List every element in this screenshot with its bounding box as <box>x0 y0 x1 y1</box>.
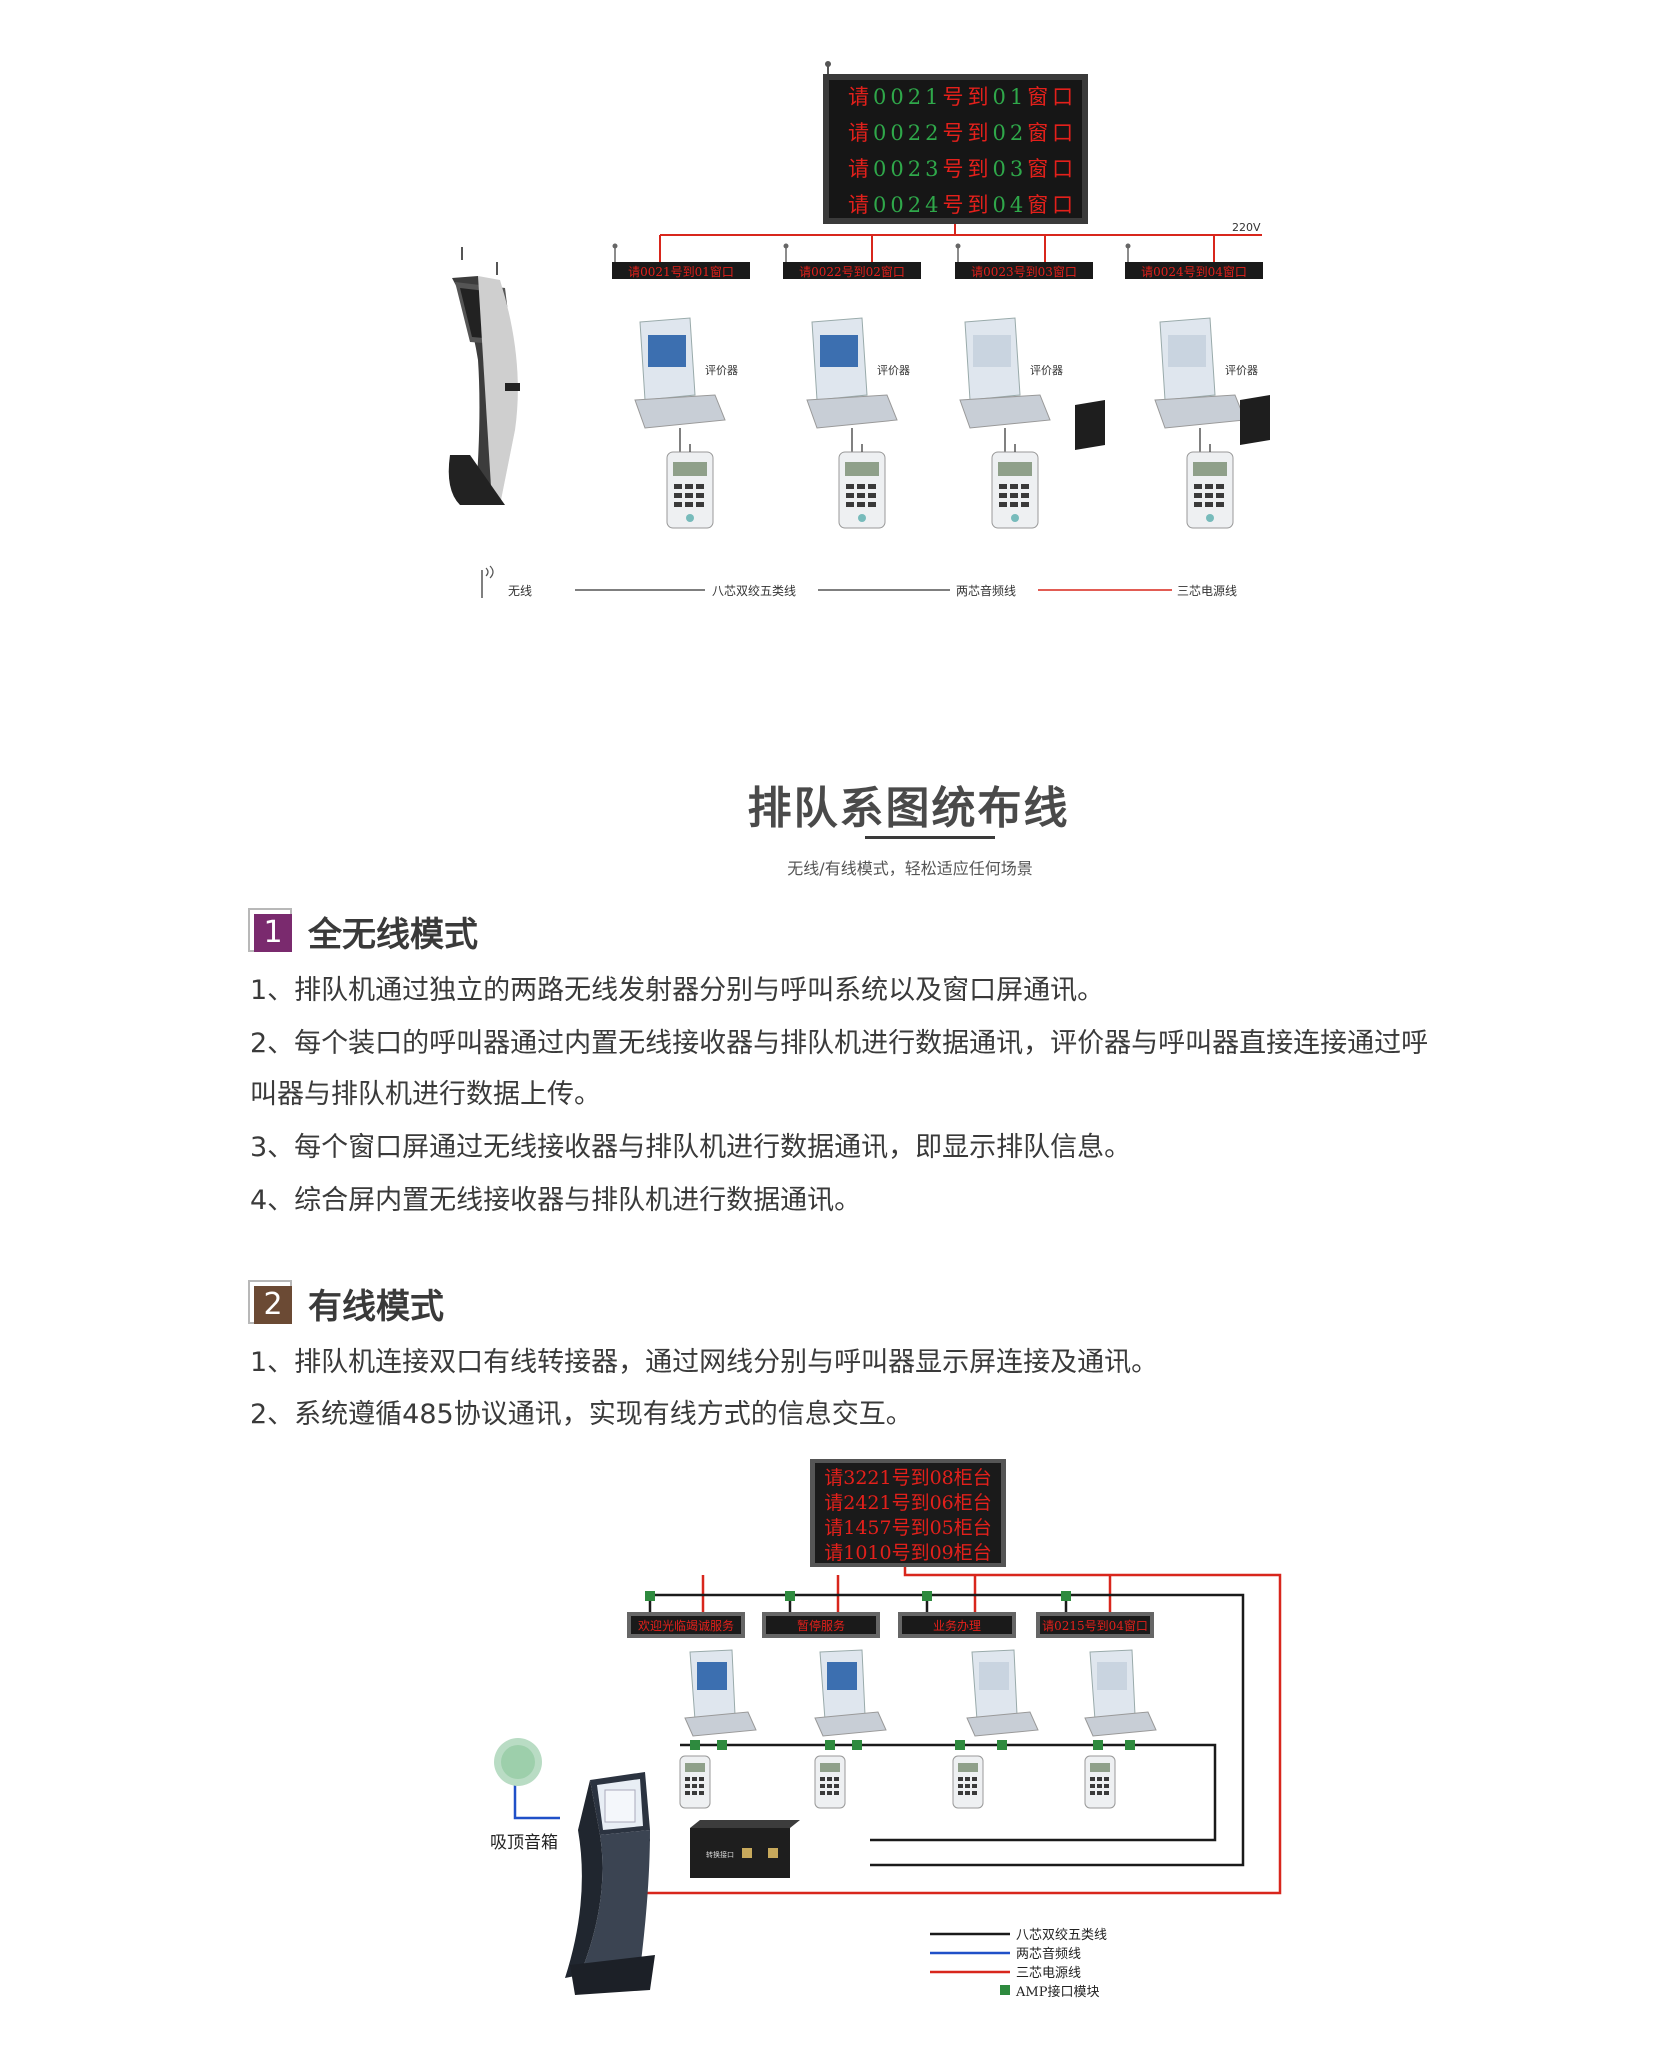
evaluator-label: 评价器 <box>877 364 910 377</box>
bottom-window-screen-text: 业务办理 <box>933 1618 981 1633</box>
section-1-header: 1 全无线模式 <box>248 908 478 955</box>
window-screen-text: 请0023号到03窗口 <box>971 265 1077 279</box>
amp-module <box>955 1740 965 1750</box>
evaluator-label: 评价器 <box>1030 364 1063 377</box>
window-screen-text: 请0024号到04窗口 <box>1141 265 1247 279</box>
bottom-main-screen-line: 请2421号到06柜台 <box>824 1492 992 1514</box>
bottom-legend-label: 八芯双绞五类线 <box>1016 1927 1107 1943</box>
converter-box <box>1240 395 1270 445</box>
section-1-item: 2、每个装口的呼叫器通过内置无线接收器与排队机进行数据通讯，评价器与呼叫器直接连… <box>250 1028 1429 1059</box>
bottom-queue-kiosk <box>565 1772 655 1995</box>
section-2-number: 2 <box>254 1286 292 1324</box>
amp-module <box>690 1740 700 1750</box>
main-screen-line: 请0024号到04窗口 <box>848 193 1077 217</box>
caller-device <box>991 451 1039 529</box>
bottom-window-screen-text: 欢迎光临竭诚服务 <box>638 1618 734 1633</box>
wired-wiring-diagram: 请3221号到08柜台请2421号到06柜台请1457号到05柜台请1010号到… <box>490 1459 1282 2000</box>
window-screen <box>612 262 750 279</box>
section-2-item: 1、排队机连接双口有线转接器，通过网线分别与呼叫器显示屏连接及通讯。 <box>250 1347 1159 1378</box>
bottom-legend-label: AMP接口模块 <box>1015 1984 1099 2000</box>
section-1-title: 全无线模式 <box>308 914 478 955</box>
amp-module <box>825 1740 835 1750</box>
voltage-label: 220V <box>1232 221 1261 234</box>
main-screen-line: 请0021号到01窗口 <box>848 85 1077 109</box>
amp-module <box>645 1591 655 1601</box>
bottom-evaluator-device <box>814 1649 887 1737</box>
section-1-number: 1 <box>254 914 292 952</box>
window-screen <box>783 262 921 279</box>
converter-box <box>1075 400 1105 450</box>
bottom-caller-device <box>814 1755 846 1809</box>
bottom-main-screen-line: 请1457号到05柜台 <box>824 1517 992 1539</box>
evaluator-label: 评价器 <box>705 364 738 377</box>
switch-label: 转换接口 <box>706 1850 734 1859</box>
section-1-item: 叫器与排队机进行数据上传。 <box>250 1079 601 1110</box>
evaluator-device <box>806 317 898 429</box>
amp-module <box>1093 1740 1103 1750</box>
bottom-evaluator-device <box>966 1649 1039 1737</box>
evaluator-device <box>634 317 726 429</box>
bottom-window-screen-text: 暂停服务 <box>797 1618 845 1633</box>
bottom-legend-label: 三芯电源线 <box>1016 1966 1081 1981</box>
bottom-caller-device <box>952 1755 984 1809</box>
main-led-screen: 请0021号到01窗口请0022号到02窗口请0023号到03窗口请0024号到… <box>823 74 1088 224</box>
section-2-header: 2 有线模式 <box>248 1280 444 1327</box>
section-2-item: 2、系统遵循485协议通讯，实现有线方式的信息交互。 <box>250 1399 913 1430</box>
section-2-number-badge: 2 <box>248 1280 292 1326</box>
caller-device <box>666 451 714 529</box>
bottom-evaluator-device <box>1084 1649 1157 1737</box>
legend-audio: 两芯音频线 <box>956 583 1016 598</box>
amp-module <box>922 1591 932 1601</box>
section-1-item: 3、每个窗口屏通过无线接收器与排队机进行数据通讯，即显示排队信息。 <box>250 1132 1132 1163</box>
section-2-title: 有线模式 <box>308 1286 444 1327</box>
section-1-number-badge: 1 <box>248 908 292 954</box>
amp-module <box>1125 1740 1135 1750</box>
queue-kiosk <box>448 247 520 505</box>
window-screen <box>955 262 1093 279</box>
bottom-caller-device <box>679 1755 711 1809</box>
window-screen-text: 请0021号到01窗口 <box>628 265 734 279</box>
legend-cat5: 八芯双绞五类线 <box>712 583 796 598</box>
title-underline <box>865 836 995 839</box>
bottom-evaluator-device <box>684 1649 757 1737</box>
amp-module <box>717 1740 727 1750</box>
caller-device <box>1186 451 1234 529</box>
bottom-main-screen-line: 请3221号到08柜台 <box>824 1467 992 1489</box>
evaluator-device <box>959 317 1051 429</box>
speaker-label: 吸顶音箱 <box>490 1833 558 1853</box>
legend-wireless: 无线 <box>508 584 532 598</box>
window-screen <box>1125 262 1263 279</box>
top-legend: 无线 八芯双绞五类线 两芯音频线 三芯电源线 <box>481 565 1237 598</box>
page-subtitle: 无线/有线模式，轻松适应任何场景 <box>787 859 1033 878</box>
amp-module <box>852 1740 862 1750</box>
main-screen-line: 请0023号到03窗口 <box>848 157 1077 181</box>
evaluator-label: 评价器 <box>1225 364 1258 377</box>
section-1-item: 1、排队机通过独立的两路无线发射器分别与呼叫系统以及窗口屏通讯。 <box>250 975 1105 1006</box>
bottom-main-screen-line: 请1010号到09柜台 <box>824 1542 992 1564</box>
main-screen-line: 请0022号到02窗口 <box>848 121 1077 145</box>
amp-module <box>997 1740 1007 1750</box>
bottom-caller-device <box>1084 1755 1116 1809</box>
amp-module <box>1061 1591 1071 1601</box>
legend-power: 三芯电源线 <box>1177 584 1237 598</box>
wireless-wiring-diagram: 请0021号到01窗口请0022号到02窗口请0023号到03窗口请0024号到… <box>448 61 1270 598</box>
bottom-window-screen-text: 请0215号到04窗口 <box>1042 1619 1148 1633</box>
window-screen-text: 请0022号到02窗口 <box>799 265 905 279</box>
ceiling-speaker: 吸顶音箱 <box>490 1738 558 1853</box>
bottom-main-led-screen: 请3221号到08柜台请2421号到06柜台请1457号到05柜台请1010号到… <box>810 1459 1006 1567</box>
wired-switch-box: 转换接口 <box>690 1820 800 1878</box>
amp-module <box>785 1591 795 1601</box>
section-1-item: 4、综合屏内置无线接收器与排队机进行数据通讯。 <box>250 1185 862 1216</box>
caller-device <box>838 451 886 529</box>
bottom-legend-label: 两芯音频线 <box>1016 1946 1081 1962</box>
page-title: 排队系图统布线 <box>747 783 1070 834</box>
evaluator-device <box>1154 317 1246 429</box>
